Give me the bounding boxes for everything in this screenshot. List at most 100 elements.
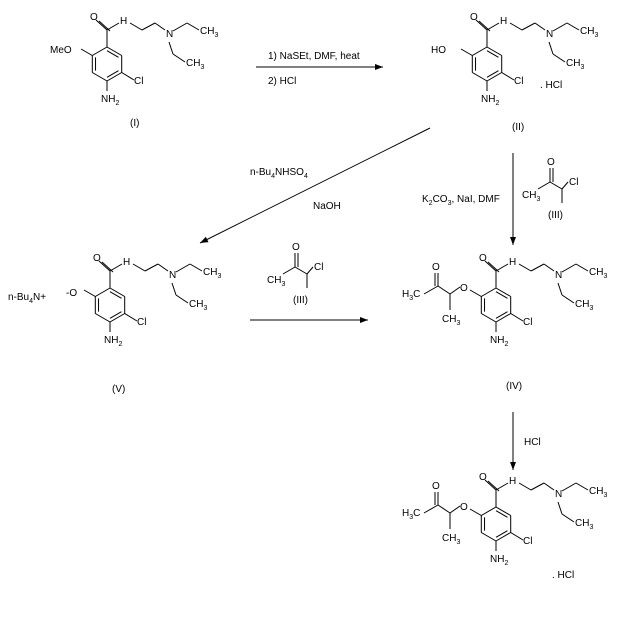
- bond: [460, 48, 473, 56]
- bond: [109, 287, 125, 297]
- w: HCl: [524, 437, 541, 448]
- bond: [537, 181, 551, 190]
- arrowhead-icon: [375, 64, 383, 70]
- bond: [109, 291, 122, 299]
- step2-reagents-part: NHSO: [275, 167, 304, 178]
- carbonyl-oxygen: O: [93, 253, 101, 264]
- bond: [484, 260, 497, 272]
- bond: [472, 46, 488, 56]
- step1-acid: 2) HCl: [268, 76, 296, 87]
- bond: [109, 311, 122, 319]
- bond: [486, 50, 499, 58]
- bond: [106, 70, 119, 78]
- methyl-part: CH: [589, 486, 603, 497]
- amino-part: NH: [101, 94, 115, 105]
- bond: [172, 53, 186, 63]
- w: HO: [431, 45, 446, 56]
- methyl-part: 3: [594, 32, 598, 39]
- bond: [171, 282, 177, 296]
- amino-part: NH: [490, 335, 504, 346]
- bond: [518, 263, 532, 272]
- arrowhead-icon: [360, 317, 368, 323]
- amide-nh: H: [509, 476, 516, 487]
- methyl-part: CH: [566, 58, 580, 69]
- methyl-part: 3: [603, 273, 607, 280]
- bond: [495, 263, 509, 272]
- counterion-part: n-Bu: [8, 292, 29, 303]
- w: (V): [112, 384, 125, 395]
- bond: [575, 482, 589, 491]
- bond: [509, 22, 523, 31]
- bond: [549, 181, 563, 190]
- bond: [486, 46, 502, 56]
- bond: [561, 263, 577, 273]
- bond: [495, 532, 511, 542]
- methyl: H3C: [402, 508, 420, 521]
- methyl-part: CH: [200, 26, 214, 37]
- methyl-part: CH: [522, 190, 536, 201]
- amide-nh: H: [123, 257, 130, 268]
- bond: [534, 22, 546, 31]
- bond: [199, 127, 431, 244]
- bond: [106, 72, 122, 82]
- methyl-part: 3: [214, 32, 218, 39]
- methyl-part: 3: [281, 281, 285, 288]
- methyl-part: CH: [186, 58, 200, 69]
- step2-reagents-part: n-Bu: [250, 167, 271, 178]
- amine-n: N: [546, 29, 553, 40]
- chloro: Cl: [134, 76, 143, 87]
- bond: [469, 289, 482, 297]
- counterion: n-Bu4N+: [8, 292, 46, 305]
- bond: [172, 22, 188, 32]
- bond: [552, 53, 566, 63]
- bond: [495, 291, 508, 299]
- methyl-part: CH: [575, 299, 589, 310]
- bond: [144, 263, 159, 272]
- step3-reagents-part: 2: [429, 200, 433, 207]
- bond: [481, 532, 497, 542]
- methyl: CH3: [589, 267, 607, 280]
- bond: [98, 260, 111, 272]
- bond: [437, 504, 451, 514]
- methyl: CH3: [442, 533, 460, 546]
- bond: [561, 482, 577, 492]
- methyl-part: CH: [442, 533, 456, 544]
- bond: [481, 506, 497, 516]
- methyl: CH3: [203, 267, 221, 280]
- bond: [561, 513, 575, 523]
- methyl-part: 3: [203, 305, 207, 312]
- phenoxide: -O: [66, 288, 77, 299]
- ketone-oxygen: O: [292, 242, 300, 253]
- step3-reagents: K2CO3, NaI, DMF: [422, 194, 500, 207]
- methyl: CH3: [589, 486, 607, 499]
- chloro: Cl: [523, 536, 532, 547]
- methyl-part: CH: [189, 299, 203, 310]
- bond: [154, 22, 166, 31]
- bond: [109, 313, 125, 323]
- w: MeO: [50, 45, 72, 56]
- bond: [501, 72, 515, 81]
- w: . HCl: [540, 80, 562, 91]
- bond: [486, 22, 500, 31]
- bond: [423, 504, 439, 514]
- bond: [124, 313, 138, 322]
- bond: [495, 506, 511, 516]
- arrowhead-icon: [200, 236, 209, 243]
- compound-label-II: (II): [512, 122, 524, 133]
- arrowhead-icon: [510, 237, 516, 245]
- methyl-part: H: [402, 508, 409, 519]
- bond: [92, 72, 108, 82]
- methyl: CH3: [522, 190, 540, 203]
- bond: [495, 510, 508, 518]
- salt-hcl: . HCl: [540, 80, 562, 91]
- w: n-Bu4N+: [8, 292, 46, 305]
- counterion-part: 4: [29, 298, 33, 305]
- bond: [175, 263, 191, 273]
- methyl-part: 3: [580, 64, 584, 71]
- bond: [129, 22, 143, 31]
- bond: [437, 285, 451, 295]
- step4-reagent: HCl: [524, 437, 541, 448]
